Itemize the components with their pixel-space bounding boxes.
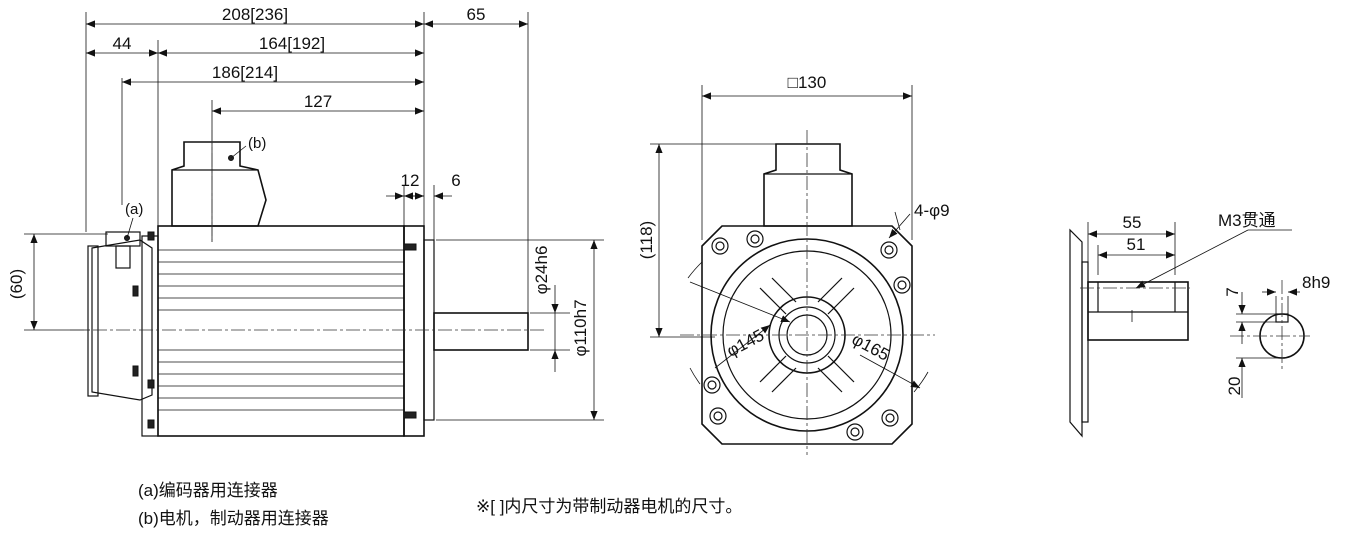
notes: (a)编码器用连接器 (b)电机，制动器用连接器 ※[ ]内尺寸为带制动器电机的… [138,481,742,528]
dim-len-51: 51 [1127,235,1146,254]
cooling-fins [158,249,404,411]
dim-holes: 4-φ9 [914,201,950,220]
front-view: □130 (118) [637,73,950,455]
dim-shaft-step: 6 [451,171,460,190]
dim-key-depth: 7 [1223,287,1242,296]
dim-key-width: 8h9 [1302,273,1330,292]
dim-body: 164[192] [259,34,325,53]
dim-connector-a: 186[214] [212,63,278,82]
flange [403,225,425,437]
dim-square: □130 [788,73,827,92]
shaft [433,312,529,351]
dim-shaft-dia: φ24h6 [532,246,551,295]
dim-shaft-length: 65 [467,5,486,24]
dim-connector-height: (60) [7,269,26,299]
dim-overall: 208[236] [222,5,288,24]
callout-b: (b) [248,135,266,152]
dim-flange-offset: 44 [113,34,132,53]
shaft-detail: 55 51 M3贯通 7 8h9 20 [1069,211,1330,438]
dim-len-55: 55 [1123,213,1142,232]
motor-body [157,225,405,437]
dim-connector-b: 127 [304,92,332,111]
power-connector [171,141,267,227]
square-flange [701,225,913,445]
note-connector-b: (b)电机，制动器用连接器 [138,509,329,528]
dim-shaft-h: 20 [1225,377,1244,396]
dim-height: (118) [637,221,656,259]
note-bracket: ※[ ]内尺寸为带制动器电机的尺寸。 [476,497,742,516]
dim-spigot-dia: φ110h7 [571,299,590,356]
note-connector-a: (a)编码器用连接器 [138,481,278,500]
callout-a: (a) [125,201,143,218]
mounting-holes [703,230,911,441]
dim-flange-thick: 12 [401,171,420,190]
dim-pcd-inner: φ145 [724,326,768,361]
dim-thread: M3贯通 [1218,211,1276,230]
side-view: 208[236] 65 44 164[192] 186[214] 127 12 … [7,5,604,437]
